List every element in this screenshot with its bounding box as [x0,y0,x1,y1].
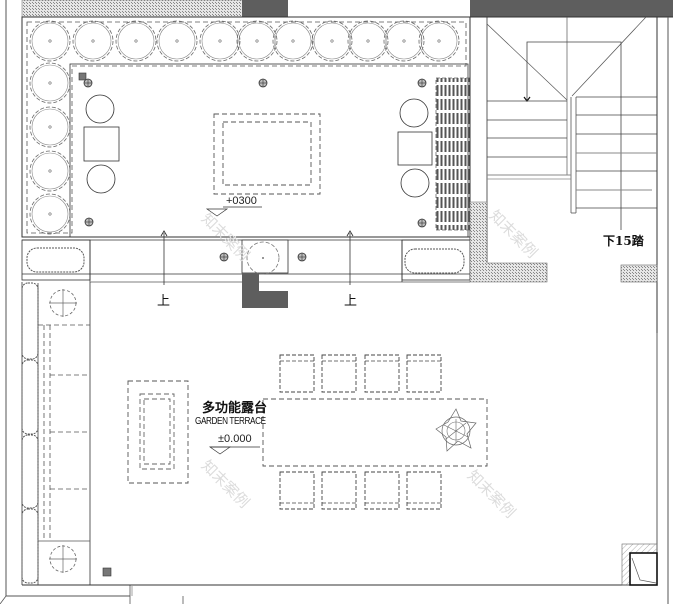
shrub-row-top [29,20,460,62]
main-terrace [21,282,658,596]
floor-drains-upper [78,72,427,228]
terrace-name-cn: 多功能露台 [202,401,268,416]
hedge-planter-left [21,239,91,281]
level-marker-terrace [208,446,260,455]
level-label-terrace: ±0.000 [218,433,252,445]
upper-table [213,113,321,195]
terrace-name-en: GARDEN TERRACE [195,416,266,427]
step-arrow-left [160,230,168,285]
level-marker-upper [205,206,262,217]
dining-table [262,354,488,510]
lounge-set-right [397,98,433,198]
shrub-column-left [29,62,71,235]
banquette-left [38,288,90,574]
step-up-label-right: 上 [344,294,358,309]
slatted-bench [435,77,471,231]
coffee-table [127,380,189,484]
floor-drain-bottom [102,567,112,577]
step-arrow-right [346,230,354,285]
step-up-label-left: 上 [157,294,171,309]
stairwell [469,16,669,604]
top-wall [21,0,673,18]
outer-boundary [0,0,184,604]
hedge-strip-left [21,282,39,585]
stair-label: 下15踏 [603,234,644,248]
potted-plant-icon [435,408,477,452]
level-label-upper: +0300 [226,195,257,207]
corner-downspout [621,543,658,586]
lounge-set-left [83,94,120,194]
